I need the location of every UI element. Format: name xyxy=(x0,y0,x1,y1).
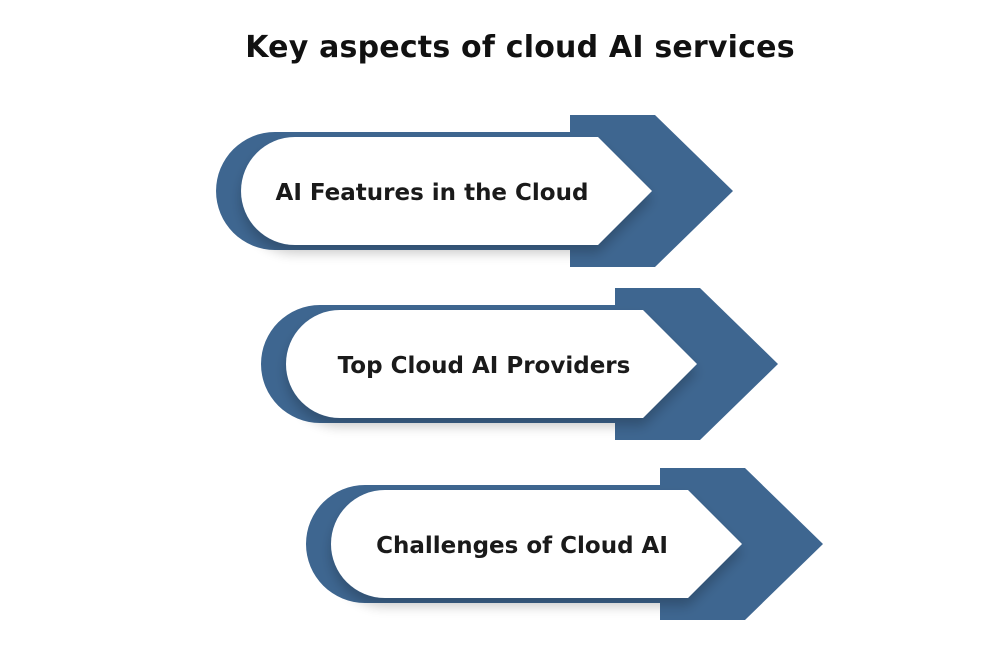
arrow-1-white-label-shape xyxy=(241,137,652,245)
diagram-title: Key aspects of cloud AI services xyxy=(245,30,795,65)
arrow-3-label: Challenges of Cloud AI xyxy=(376,533,668,559)
arrow-2-white-label-shape xyxy=(286,310,697,418)
arrow-2-label: Top Cloud AI Providers xyxy=(338,353,631,379)
arrow-item-2: Top Cloud AI Providers xyxy=(261,288,778,440)
arrow-3-white-label-shape xyxy=(331,490,742,598)
arrow-item-3: Challenges of Cloud AI xyxy=(306,468,823,620)
arrow-item-1: AI Features in the Cloud xyxy=(216,115,733,267)
arrow-1-label: AI Features in the Cloud xyxy=(276,180,589,206)
